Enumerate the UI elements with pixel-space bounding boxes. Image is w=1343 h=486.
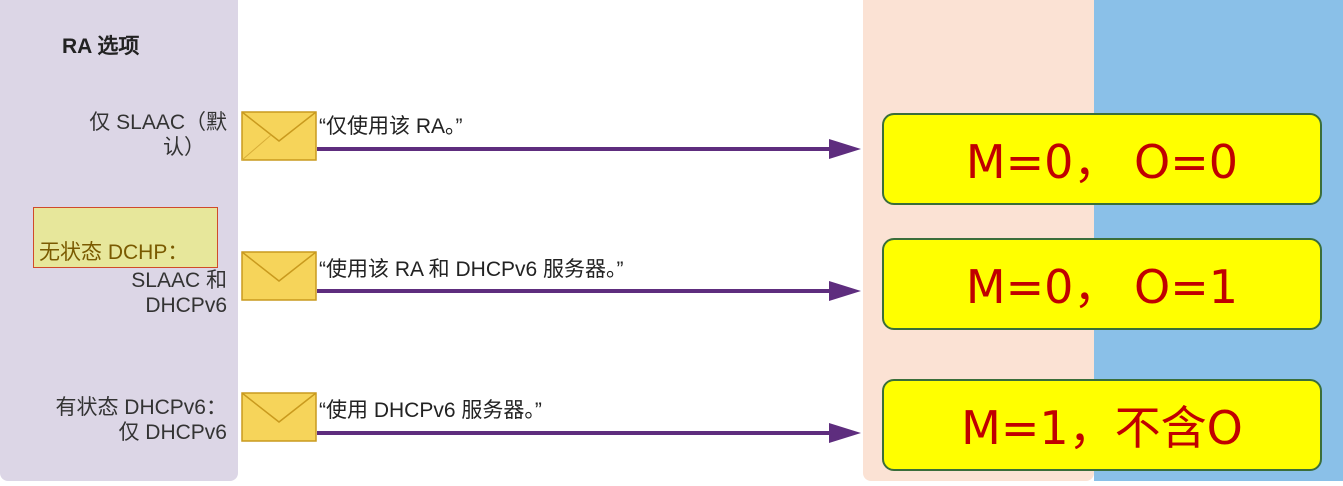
flag-box: M=1，不含O <box>882 379 1322 471</box>
arrow <box>317 423 861 443</box>
envelope-icon <box>241 111 317 161</box>
flag-box: M=0， O=1 <box>882 238 1322 330</box>
ra-message: “使用该 RA 和 DHCPv6 服务器。” <box>319 258 624 281</box>
envelope-icon <box>241 392 317 442</box>
ra-message: “使用 DHCPv6 服务器。” <box>319 399 542 422</box>
highlight-box <box>33 207 218 268</box>
flag-box: M=0， O=0 <box>882 113 1322 205</box>
option-label-stateless: SLAAC 和 DHCPv6 <box>131 269 227 317</box>
option-label-stateless-highlight: 无状态 DCHP： <box>39 241 189 264</box>
option-label-stateful: 有状态 DHCPv6： 仅 DHCPv6 <box>55 396 227 444</box>
envelope-icon <box>241 251 317 301</box>
arrow <box>317 139 861 159</box>
ra-message: “仅使用该 RA。” <box>319 115 463 138</box>
option-label-slaac: 仅 SLAAC（默 认） <box>89 111 227 159</box>
panel-title: RA 选项 <box>62 35 140 58</box>
arrow <box>317 281 861 301</box>
